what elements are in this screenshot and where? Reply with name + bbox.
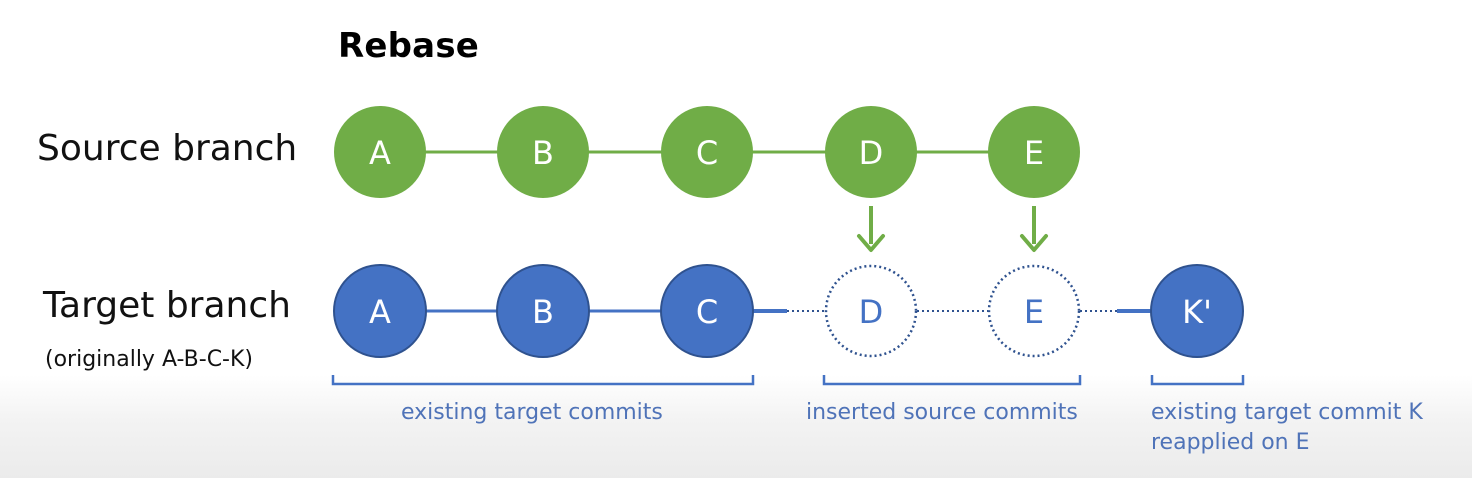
inserted-commit-label-d: D (859, 293, 884, 331)
source-branch-label: Source branch (37, 128, 298, 169)
source-commit-label-e: E (1024, 134, 1044, 172)
target-branch-note: (originally A-B-C-K) (45, 347, 254, 372)
arrow-head-d (857, 234, 885, 252)
source-commit-d (825, 106, 917, 198)
inserted-commit-e (987, 264, 1081, 358)
source-commit-label-a: A (369, 134, 391, 172)
target-commit-b (496, 264, 590, 358)
arrow-head-e (1020, 234, 1048, 252)
target-commit-label-b: B (532, 293, 554, 331)
target-commit-label-a: A (369, 293, 391, 331)
bracket-inserted-commits (822, 375, 1082, 386)
inserted-commit-d (824, 264, 918, 358)
source-commit-c (661, 106, 753, 198)
reapplied-commit-k (1150, 264, 1244, 358)
source-commit-e (988, 106, 1080, 198)
diagram-title: Rebase (338, 26, 480, 66)
reapplied-commit-annotation-line2: reapplied on E (1151, 430, 1310, 455)
bracket-reapplied-commit (1150, 375, 1245, 386)
source-commit-label-d: D (859, 134, 884, 172)
target-commit-a (333, 264, 427, 358)
reapplied-commit-label: K' (1182, 293, 1212, 331)
source-commit-a (334, 106, 426, 198)
existing-commits-annotation: existing target commits (401, 400, 663, 425)
inserted-commit-label-e: E (1024, 293, 1044, 331)
inserted-commits-annotation: inserted source commits (806, 400, 1078, 425)
target-commit-label-c: C (696, 293, 718, 331)
source-commit-label-c: C (696, 134, 718, 172)
source-commit-label-b: B (532, 134, 554, 172)
reapplied-commit-annotation-line1: existing target commit K (1151, 400, 1423, 425)
target-branch-label: Target branch (43, 285, 291, 326)
bracket-existing-commits (331, 375, 755, 386)
source-commit-b (497, 106, 589, 198)
target-commit-c (660, 264, 754, 358)
